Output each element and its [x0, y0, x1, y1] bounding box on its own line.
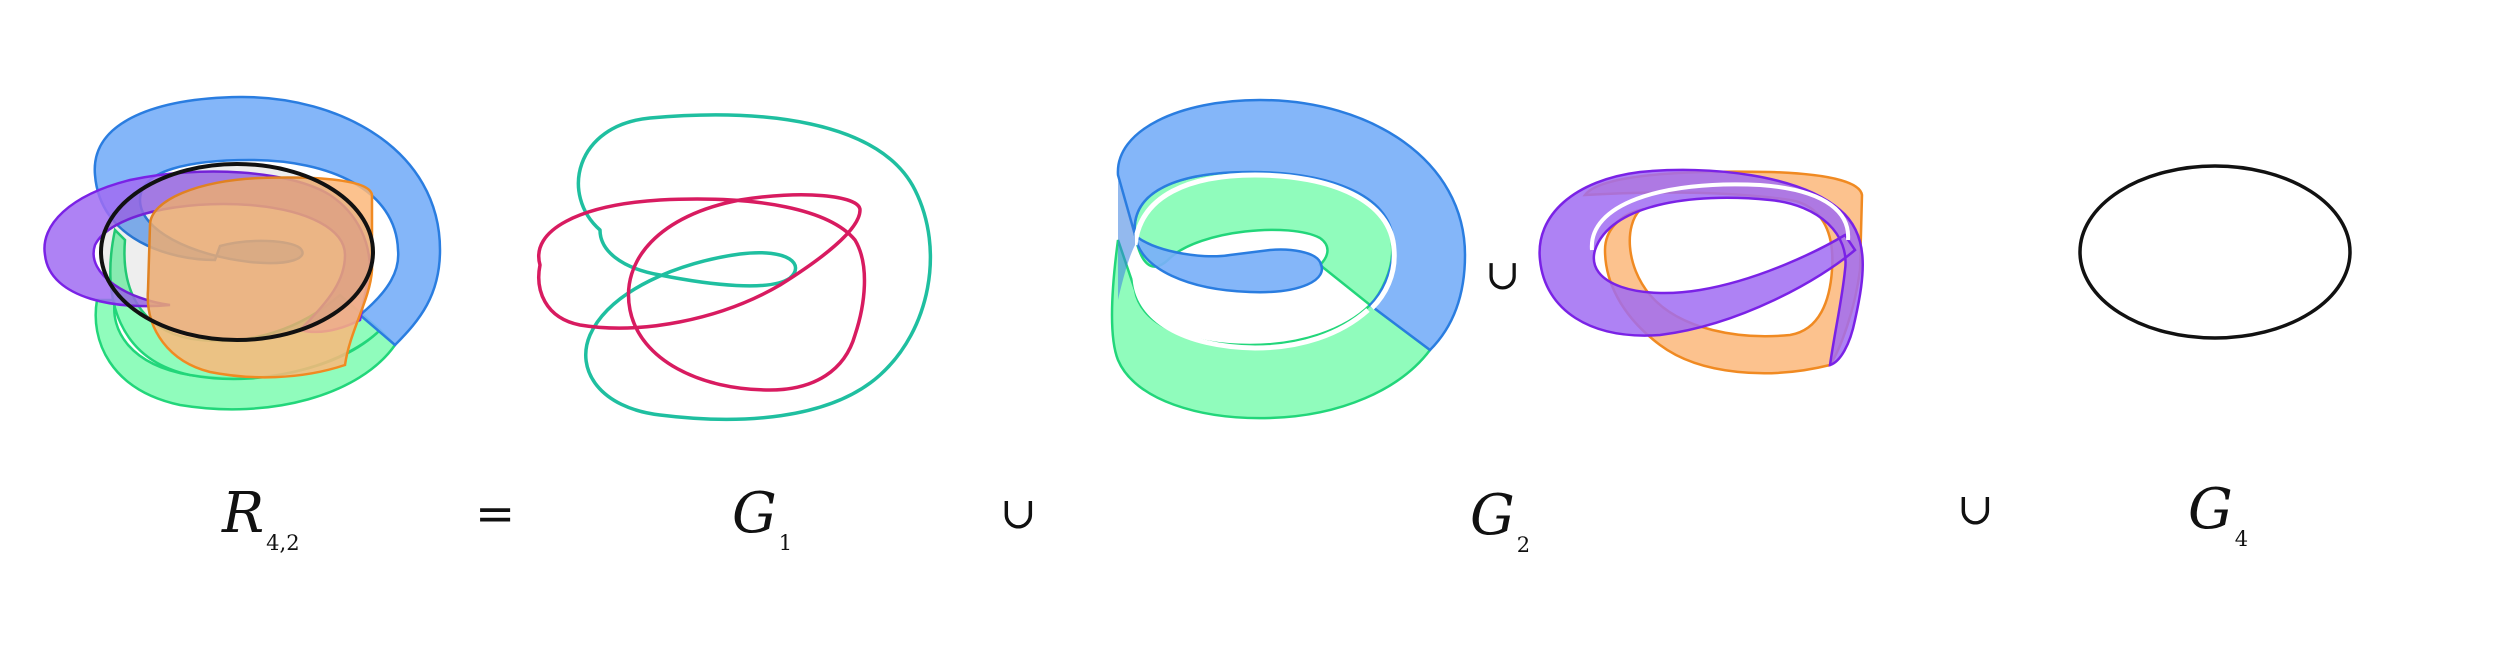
g1-crimson-curve: [537, 193, 867, 392]
g1-label-base: G: [732, 481, 777, 546]
g2-label-sub: 2: [1516, 533, 1531, 558]
g2-blue-shadow: [1118, 180, 1135, 300]
g2-label-base: G: [1470, 483, 1515, 548]
g1-label-sub: 1: [778, 531, 793, 556]
equals-sign: =: [475, 486, 516, 542]
g4-black-loop: [2078, 164, 2352, 340]
g2-purple-band: [1538, 168, 1864, 367]
g2-second-band-figure: [1538, 168, 1864, 375]
g4-label: G4: [2188, 482, 2248, 550]
g2-band-figure: [1110, 98, 1467, 420]
union-sign-1: ∪: [1000, 488, 1037, 539]
g2-label: G2: [1470, 488, 1530, 556]
g4-label-base: G: [2188, 477, 2233, 542]
r42-black-loop: [99, 162, 375, 342]
r42-label-base: R: [222, 481, 265, 546]
r42-label: R4,2: [222, 486, 300, 554]
union-sign-2: ∪: [1957, 484, 1994, 535]
g2-second-white-seam: [1589, 182, 1851, 251]
g1-curve-figure: [537, 113, 933, 422]
g2-white-seam: [1132, 172, 1397, 351]
r42-label-sub: 4,2: [266, 531, 300, 556]
r42-composite-figure: [43, 95, 442, 411]
r42-orange-band: [146, 176, 374, 379]
g4-label-sub: 4: [2234, 527, 2249, 552]
inline-union-sign: ∪: [1485, 250, 1521, 299]
g2-blue-band: [1116, 98, 1467, 352]
g1-teal-curve: [576, 113, 933, 422]
g1-label: G1: [732, 486, 792, 554]
